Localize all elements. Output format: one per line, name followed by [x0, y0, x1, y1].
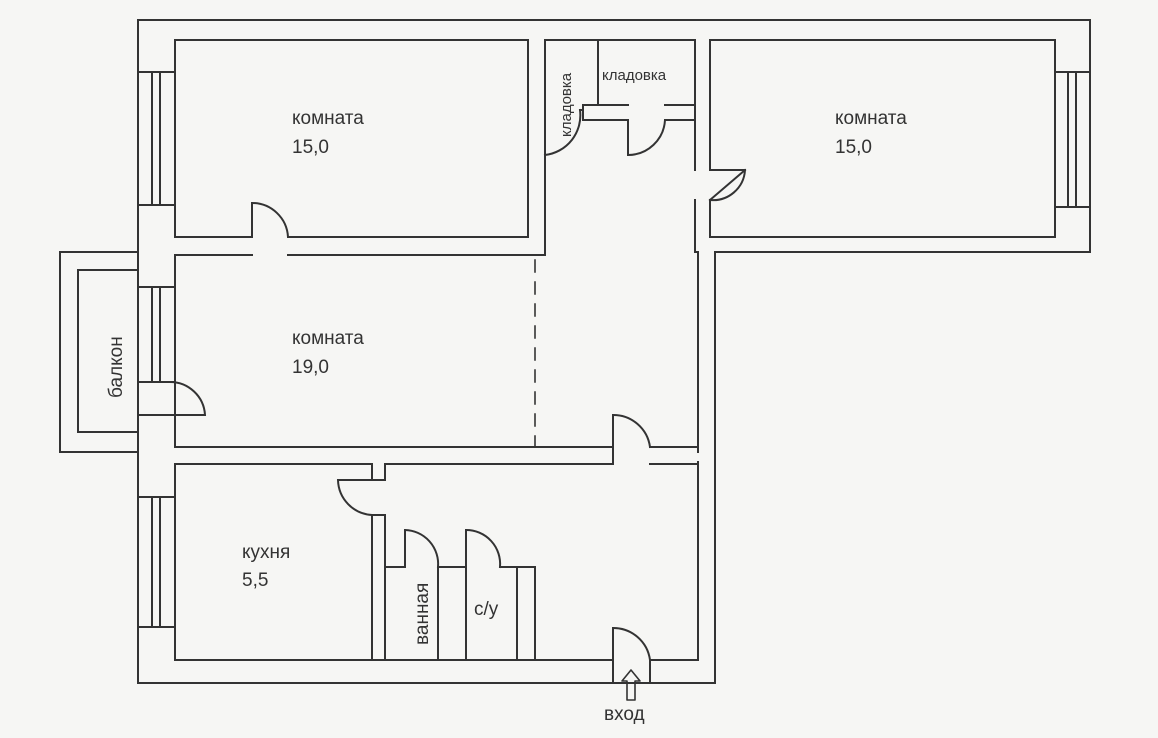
interior-walls — [174, 39, 711, 661]
entrance-arrow-icon — [621, 669, 641, 701]
entrance-label: вход — [604, 704, 645, 725]
balcony-label: балкон — [106, 336, 127, 398]
kitchen-name: кухня — [242, 542, 290, 563]
room-top-left-name: комната — [292, 108, 364, 129]
room-middle-area: 19,0 — [292, 357, 329, 378]
doors — [137, 74, 747, 684]
room-middle-name: комната — [292, 328, 364, 349]
room-top-left-area: 15,0 — [292, 137, 329, 158]
room-top-right-area: 15,0 — [835, 137, 872, 158]
kitchen-area: 5,5 — [242, 570, 268, 591]
bathroom-label: ванная — [412, 583, 433, 645]
pantry-2-label: кладовка — [602, 67, 667, 84]
wc-label: с/у — [474, 599, 499, 620]
windows — [137, 71, 1091, 628]
balcony — [59, 251, 139, 453]
room-top-right-name: комната — [835, 108, 907, 129]
pantry-1-label: кладовка — [558, 72, 575, 137]
